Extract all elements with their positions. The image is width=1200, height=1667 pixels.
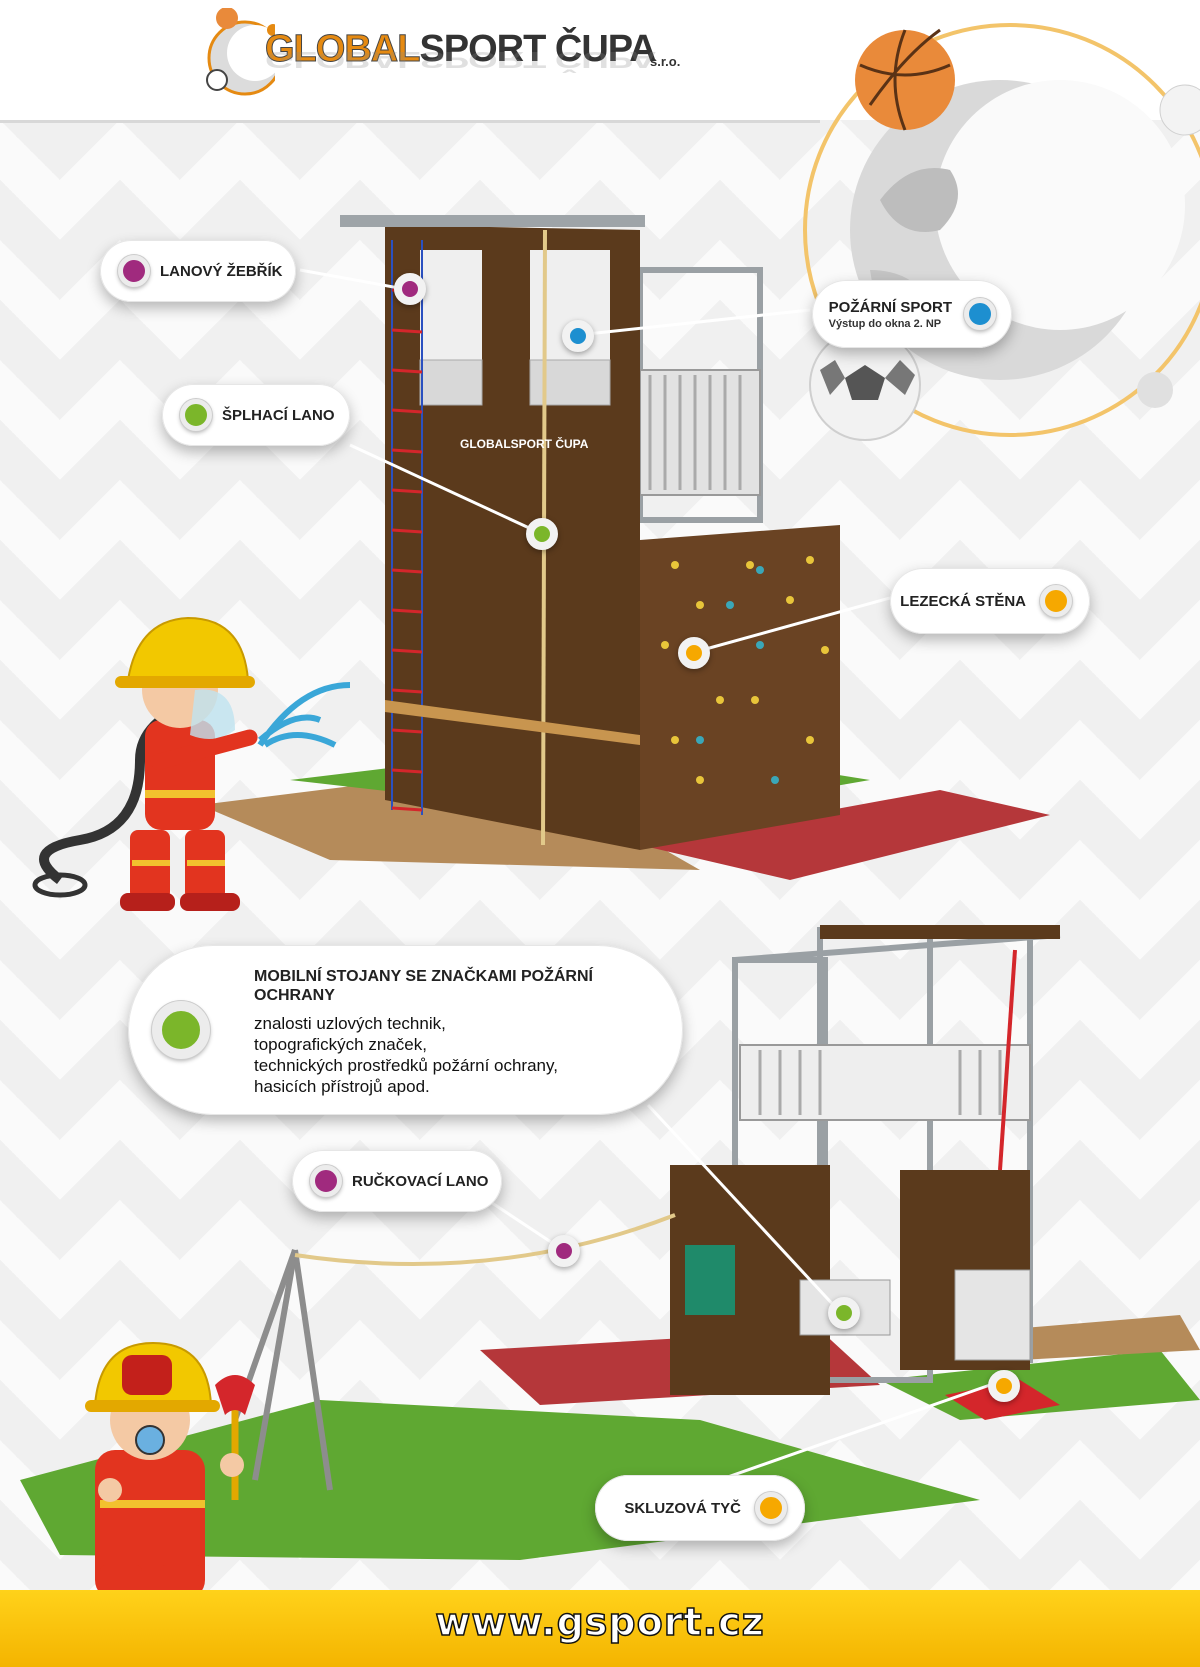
logo-suffix: s.r.o.: [650, 54, 681, 69]
callout-fire-sport: POŽÁRNÍ SPORT Výstup do okna 2. NP: [812, 280, 1012, 348]
climbing-wall-dot-icon: [1040, 585, 1072, 617]
hand-rope-dot-icon: [310, 1165, 342, 1197]
mobile-stands-dot-icon: [152, 1001, 210, 1059]
callout-slide-pole: SKLUZOVÁ TYČ: [595, 1475, 805, 1541]
callout-hand-rope: RUČKOVACÍ LANO: [292, 1150, 502, 1212]
mobile-stands-line: topografických značek,: [254, 1035, 427, 1054]
pin-slide-pole: [988, 1370, 1020, 1402]
climbing-rope-label: ŠPLHACÍ LANO: [222, 406, 335, 424]
globe-logo-icon: [206, 8, 275, 96]
mobile-stands-description: znalosti uzlových technik, topografickýc…: [254, 1013, 634, 1097]
fire-sport-dot-icon: [964, 298, 996, 330]
header-divider: [0, 120, 820, 123]
pin-climbing-rope: [526, 518, 558, 550]
slide-pole-label: SKLUZOVÁ TYČ: [624, 1499, 741, 1517]
rope-ladder-label: LANOVÝ ŽEBŘÍK: [160, 262, 283, 280]
callout-rope-ladder: LANOVÝ ŽEBŘÍK: [100, 240, 296, 302]
callout-climbing-rope: ŠPLHACÍ LANO: [162, 384, 350, 446]
climbing-rope-dot-icon: [180, 399, 212, 431]
website-url: www.gsport.cz: [435, 1599, 765, 1645]
mobile-stands-line: znalosti uzlových technik,: [254, 1014, 446, 1033]
company-logo: GLOBALSPORT ČUPA s.r.o. GLOBALSPORT ČUPA: [205, 8, 705, 108]
slide-pole-dot-icon: [755, 1492, 787, 1524]
mobile-stands-line: hasicích přístrojů apod.: [254, 1077, 430, 1096]
pin-rope-ladder: [394, 273, 426, 305]
pin-mobile-stands: [828, 1297, 860, 1329]
pin-fire-sport: [562, 320, 594, 352]
firefighter-hose-illustration: [32, 616, 351, 911]
pin-hand-rope: [548, 1235, 580, 1267]
fire-sport-sublabel: Výstup do okna 2. NP: [828, 317, 942, 330]
hand-rope-label: RUČKOVACÍ LANO: [352, 1172, 489, 1190]
mobile-stands-line: technických prostředků požární ochrany,: [254, 1056, 558, 1075]
firefighter-axe-illustration: [85, 1341, 255, 1605]
fire-sport-label: POŽÁRNÍ SPORT: [828, 298, 952, 316]
logo-wordmark: GLOBALSPORT ČUPA: [264, 28, 656, 71]
footer-bar: [0, 1590, 1200, 1667]
mobile-stands-title: MOBILNÍ STOJANY SE ZNAČKAMI POŽÁRNÍ OCHR…: [254, 968, 593, 1004]
callout-climbing-wall: LEZECKÁ STĚNA: [890, 568, 1090, 634]
climbing-wall-label: LEZECKÁ STĚNA: [900, 592, 1026, 610]
rope-ladder-dot-icon: [118, 255, 150, 287]
pin-climbing-wall: [678, 637, 710, 669]
callout-mobile-stands: MOBILNÍ STOJANY SE ZNAČKAMI POŽÁRNÍ OCHR…: [128, 945, 683, 1115]
tower-brand-label: GLOBALSPORT ČUPA: [460, 437, 589, 451]
training-tower-illustration: [20, 925, 1200, 1560]
fire-tower-illustration: [200, 215, 1050, 880]
